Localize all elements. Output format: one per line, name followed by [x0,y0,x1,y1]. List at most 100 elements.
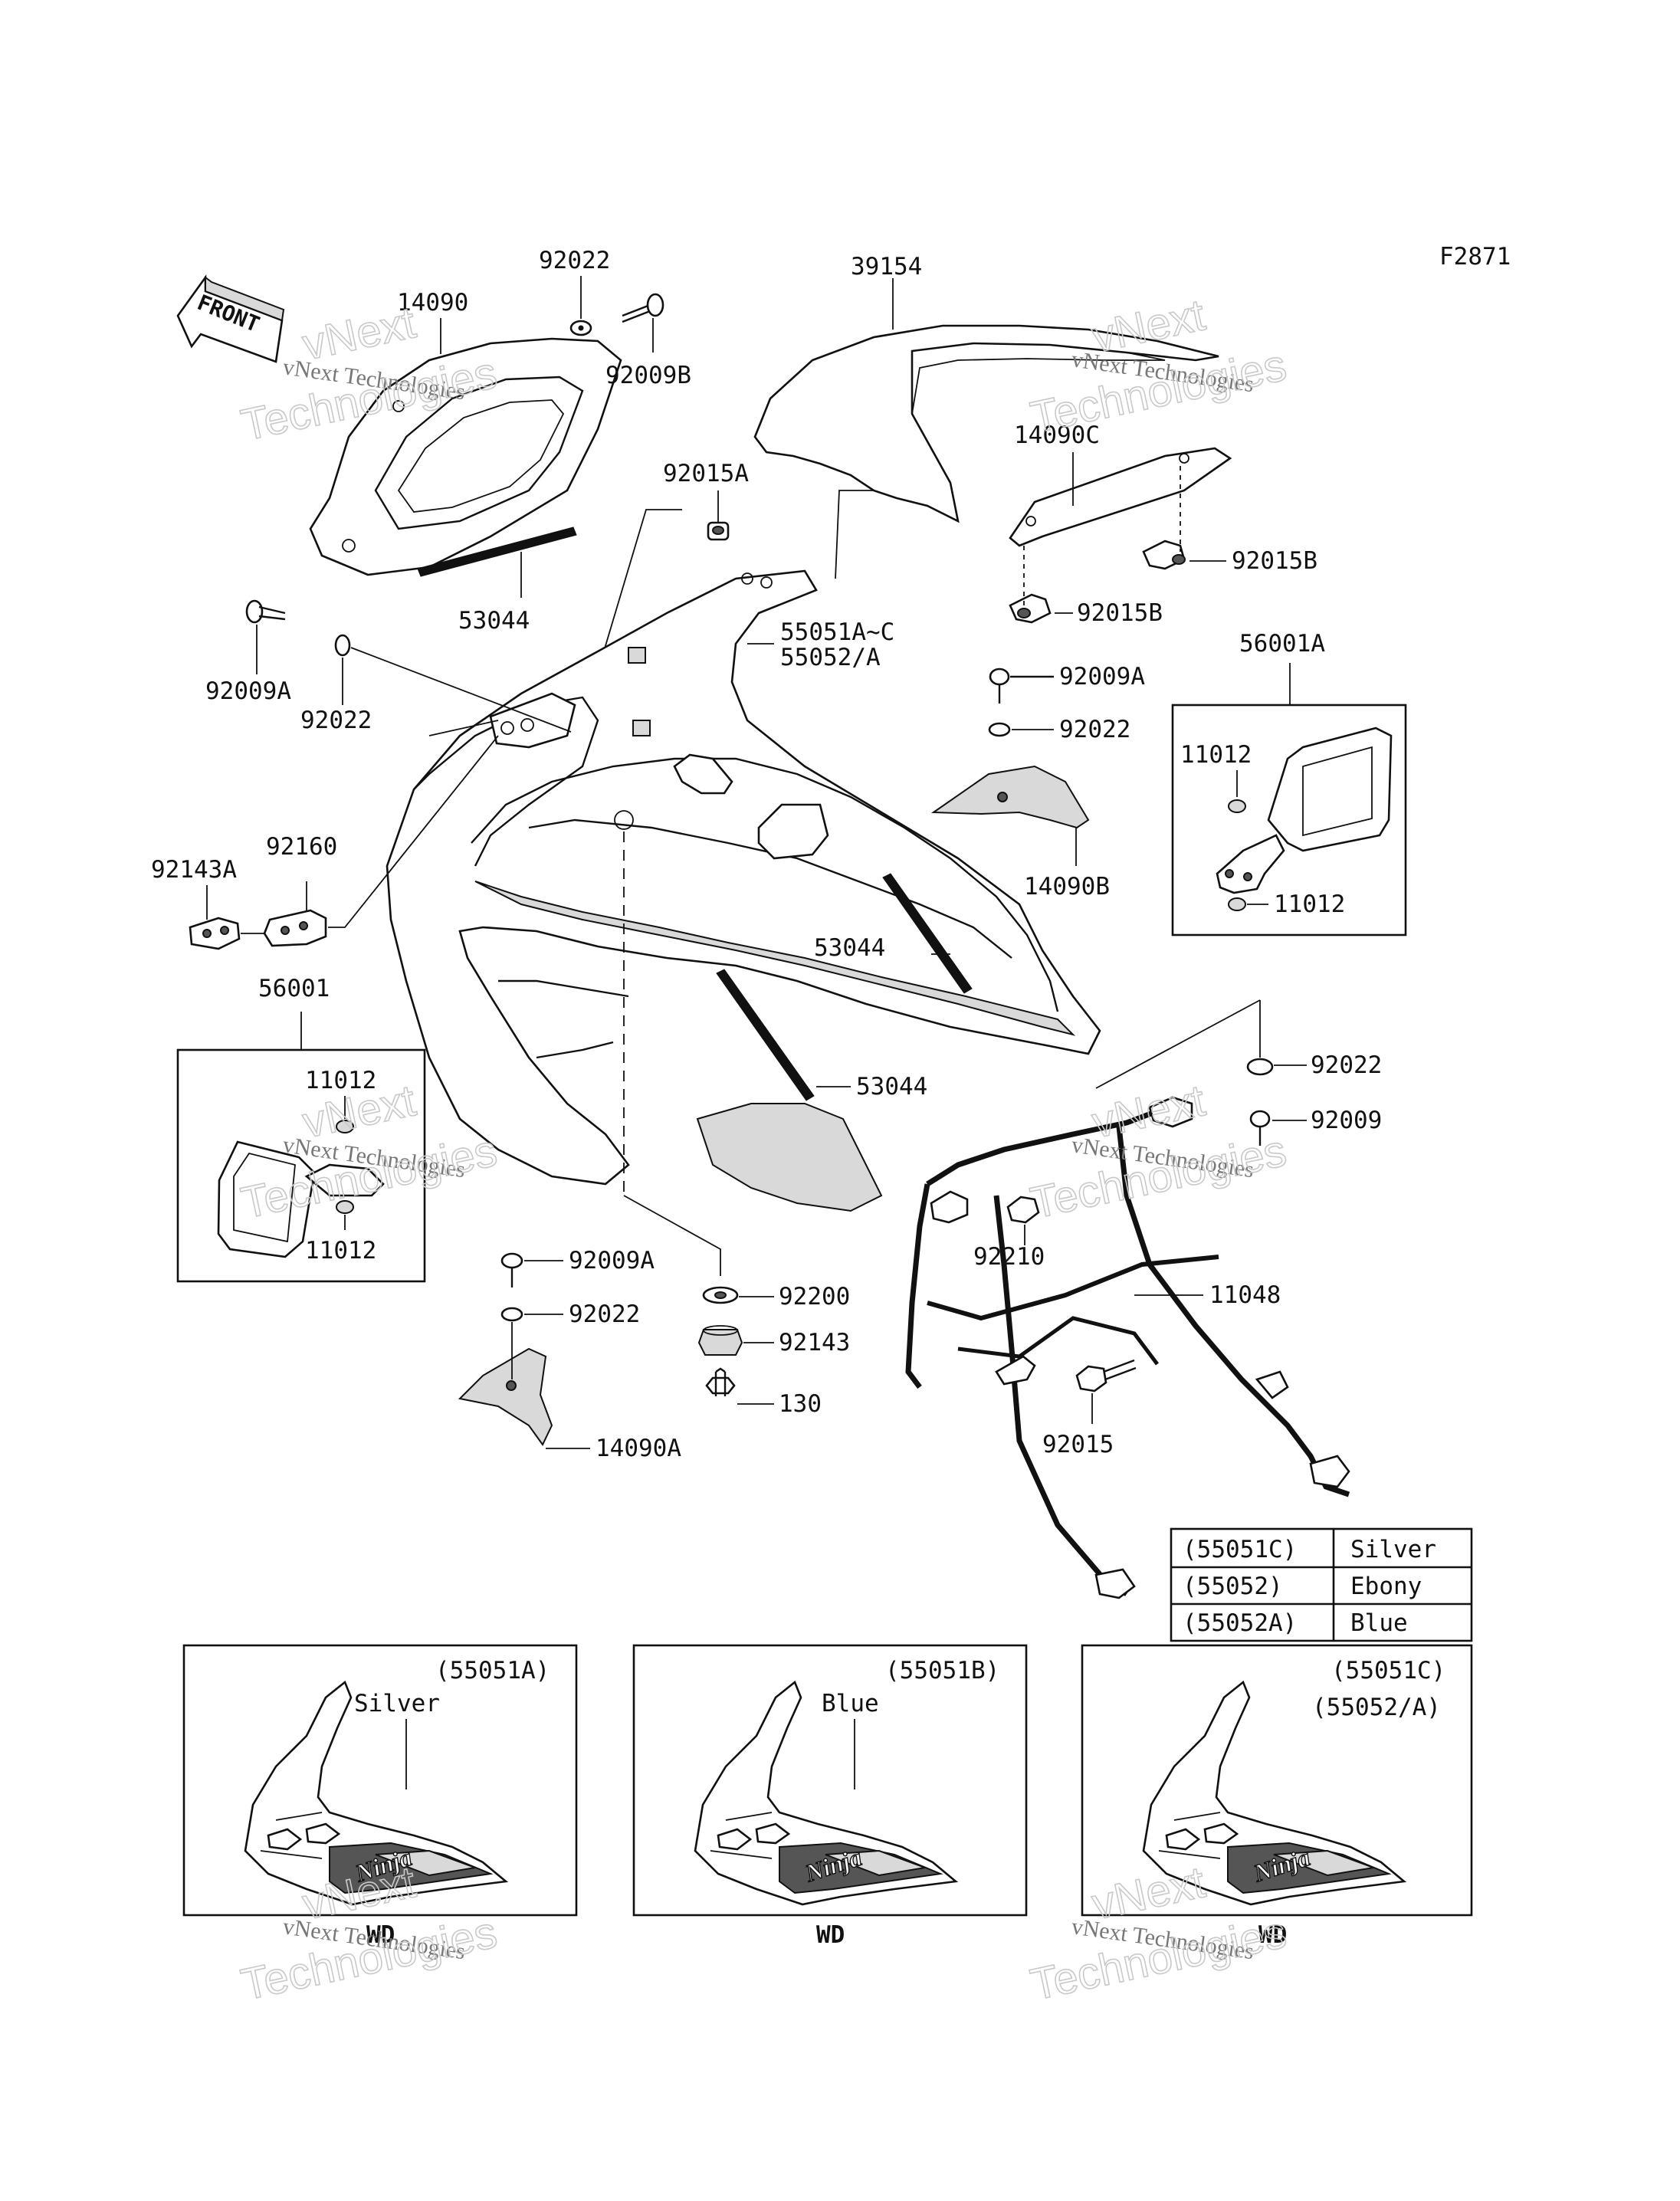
front-arrow-icon: FRONT [176,274,285,363]
callout-56001: 56001 [258,975,330,1002]
callout-92200: 92200 [779,1283,850,1310]
nut-92015B-lower [1009,593,1052,624]
callout-14090C: 14090C [1014,422,1100,449]
svg-text:vNext: vNext [298,297,420,369]
callout-92022-mid: 92022 [1059,716,1130,743]
meter-cover-14090 [309,337,622,576]
callout-11012-a2: 11012 [1274,891,1345,918]
mirror-56001 [217,1140,385,1258]
callout-92143: 92143 [779,1329,850,1356]
callout-55051: 55051A~C [780,618,894,646]
color-table-part-1: (55051C) [1183,1536,1297,1563]
variant-panel-3-footer: WD [1258,1921,1287,1949]
color-table-part-2: (55052) [1183,1573,1283,1600]
watermark-mid-right: vNext Technologies vNext Technologies [1025,1075,1291,1229]
variant-panel-3-code: (55051C) [1331,1657,1445,1684]
washer-92022-mid [988,722,1011,737]
callout-53044-top: 53044 [458,607,530,635]
bolt-130 [705,1367,736,1396]
callout-92022-low: 92022 [569,1301,640,1328]
variant-panel-1-code: (55051A) [435,1657,550,1684]
watermark-top-right: vNext Technologies vNext Technologies [1025,290,1291,444]
washer-92022-right [1246,1058,1274,1076]
seal-strip-53044-top [417,526,577,577]
collar-92143A [189,917,241,950]
callout-14090A: 14090A [596,1435,681,1462]
variant-panel-1-color: Silver [354,1690,440,1717]
inner-cover-14090C [1009,447,1232,547]
upper-cowl-55051 [386,569,1101,1212]
mirror-56001A [1216,727,1393,894]
variant-panel-3: (55051C) (55052/A) Ninja WD [1081,1644,1473,1949]
callout-92015B-2: 92015B [1077,599,1163,627]
variant-panel-2-color: Blue [822,1690,879,1717]
callout-11012-a1: 11012 [1180,741,1252,769]
variant-panel-2-footer: WD [816,1921,845,1949]
cowl-stay-11048 [905,1096,1350,1599]
callout-92015: 92015 [1042,1431,1114,1458]
grommet-11012-b1 [336,1120,354,1133]
callout-56001A: 56001A [1239,630,1325,658]
callout-92210: 92210 [973,1243,1045,1271]
bolt-92015 [1075,1359,1137,1392]
screw-92009A-left [245,599,286,624]
damper-92160 [263,909,327,947]
callout-11012-b1: 11012 [305,1067,376,1094]
grommet-11012-a1 [1228,799,1246,813]
color-table-color-1: Silver [1350,1536,1436,1563]
mirror-box-56001A [1171,704,1407,936]
color-table: (55051C) Silver (55052) Ebony (55052A) B… [1170,1527,1473,1642]
callout-92022-left: 92022 [300,707,372,734]
callout-92009: 92009 [1311,1107,1382,1134]
grommet-92015A [707,521,730,541]
bracket-14090B [930,765,1090,829]
windshield-39154 [753,324,1219,523]
screw-92009 [1249,1110,1271,1146]
callout-14090B: 14090B [1024,873,1110,900]
nut-92015B-upper [1142,540,1186,570]
callout-11048: 11048 [1209,1281,1281,1309]
grommet-11012-a2 [1228,897,1246,911]
screw-92009A-mid [989,668,1054,704]
callout-92009B: 92009B [605,362,691,389]
seal-strip-53044-low [716,969,815,1101]
variant-panel-1: (55051A) Silver Ninja WD [182,1644,578,1949]
callout-14090: 14090 [397,289,468,317]
callout-92022-right: 92022 [1311,1051,1382,1079]
callout-53044-low: 53044 [856,1073,927,1100]
callout-92143A: 92143A [151,856,237,884]
color-table-color-2: Ebony [1350,1573,1422,1600]
washer-92022-left [334,634,351,657]
callout-92022-top: 92022 [539,247,610,274]
callout-92015A: 92015A [663,460,749,487]
callout-92009A-low: 92009A [569,1247,655,1274]
callout-11012-b2: 11012 [305,1237,376,1265]
screw-92009A-low [500,1252,523,1287]
color-table-color-3: Blue [1350,1609,1408,1637]
grommet-11012-b2 [336,1200,354,1214]
svg-text:vNext: vNext [1088,1857,1209,1929]
callout-92015B-1: 92015B [1232,547,1317,575]
callout-55052: 55052/A [780,644,881,671]
callout-92160: 92160 [266,833,337,861]
callout-53044-mid: 53044 [814,934,885,962]
variant-panel-2: (55051B) Blue Ninja WD [632,1644,1028,1949]
callout-39154: 39154 [851,253,922,280]
variant-panel-3-code2: (55052/A) [1312,1694,1441,1721]
washer-92022-low [500,1307,523,1322]
svg-text:vNext: vNext [1088,1075,1209,1147]
callout-92009A-mid: 92009A [1059,663,1145,690]
callout-130: 130 [779,1390,822,1418]
svg-text:Technologies: Technologies [237,1126,501,1228]
screw-92009B [622,293,664,323]
nut-92210 [1006,1196,1040,1224]
grommet-92143 [697,1325,743,1356]
variant-panel-2-code: (55051B) [885,1657,999,1684]
callout-92009A-left: 92009A [205,677,291,705]
svg-text:Technologies: Technologies [1026,1126,1291,1228]
figure-code: F2871 [1439,243,1511,271]
color-table-part-3: (55052A) [1183,1609,1297,1637]
variant-panel-1-footer: WD [366,1921,395,1949]
